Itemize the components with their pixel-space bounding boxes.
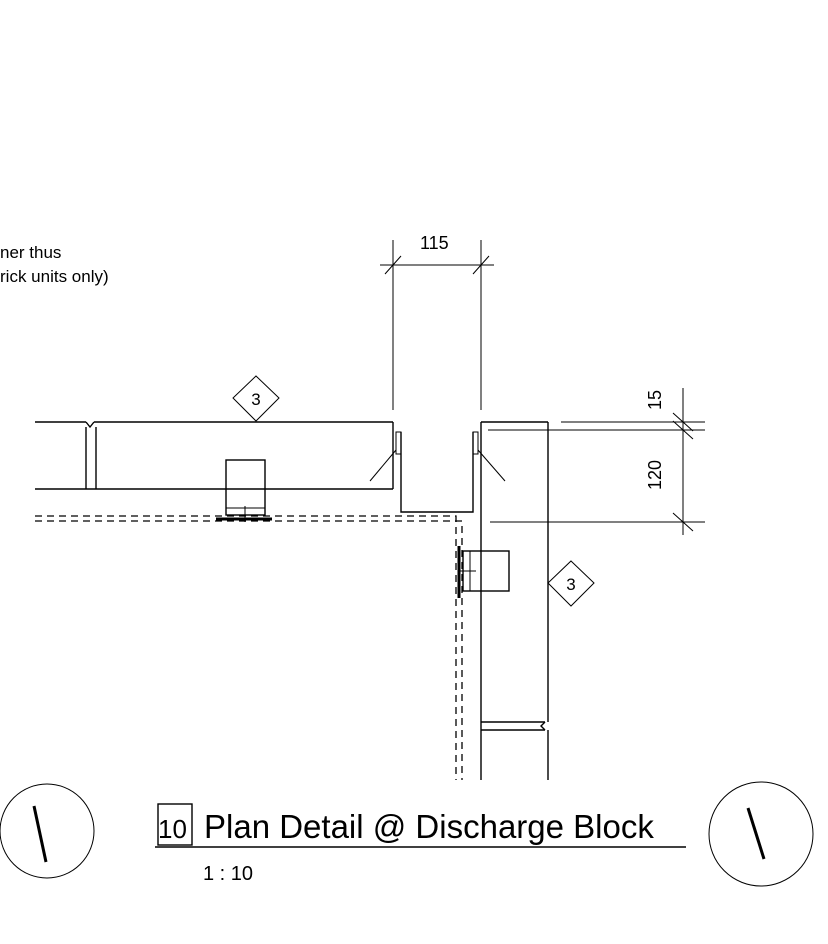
detail-scale: 1 : 10 — [203, 863, 253, 885]
detail-number: 10 — [158, 814, 187, 844]
dimension-label-120: 120 — [645, 460, 665, 490]
wall-tie-left — [216, 459, 272, 522]
membrane-dashed-line — [35, 515, 463, 780]
note-line-1: ner thus — [0, 243, 61, 262]
discharge-channel — [369, 431, 506, 513]
north-arrow-right-icon — [708, 781, 814, 887]
detail-title: Plan Detail @ Discharge Block — [204, 808, 654, 845]
wall-tie-right — [457, 546, 510, 598]
diamond-tag-right[interactable]: 3 — [547, 560, 595, 607]
diamond-tag-right-label: 3 — [566, 575, 575, 594]
horizontal-wall — [35, 421, 394, 490]
diamond-tag-left[interactable]: 3 — [232, 375, 280, 422]
vertical-wall — [480, 421, 549, 780]
diamond-tag-left-label: 3 — [251, 390, 260, 409]
title-block: 10 Plan Detail @ Discharge Block 1 : 10 — [155, 803, 686, 885]
north-arrow-left-icon — [0, 783, 95, 879]
dimension-label-15: 15 — [645, 390, 665, 410]
note-line-2: rick units only) — [0, 267, 109, 286]
dimension-height-stack: 15 120 — [488, 388, 705, 535]
dimension-label-115: 115 — [420, 233, 449, 253]
dimension-width-115: 115 — [380, 233, 494, 410]
